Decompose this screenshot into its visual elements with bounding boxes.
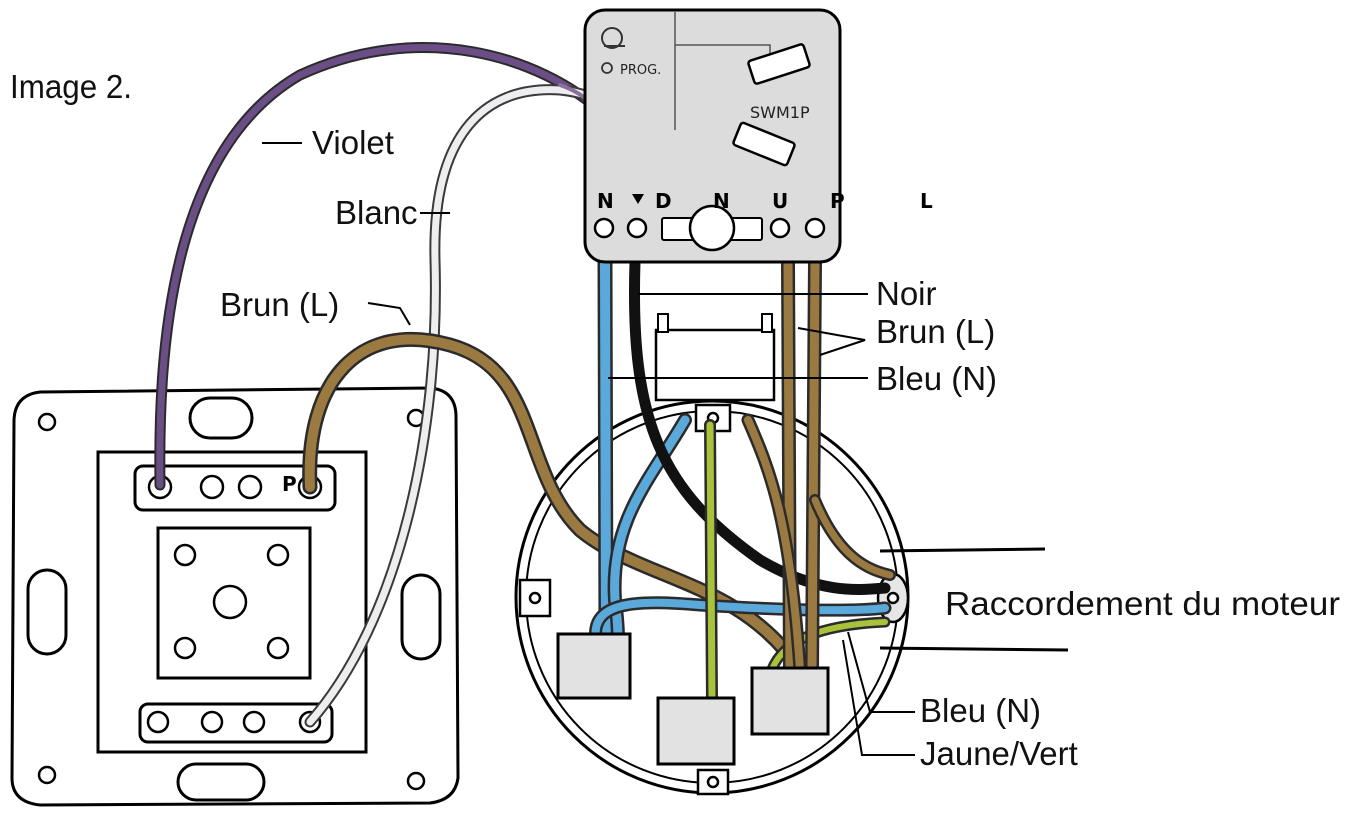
- module-center-knob: [688, 204, 736, 252]
- leader-jaune-vert: [842, 639, 915, 756]
- bracket-tab-right: [761, 313, 773, 333]
- frame-hole-bl: [37, 765, 57, 785]
- frame-slot-bottom: [176, 762, 266, 802]
- module-arrow-icon: [632, 194, 644, 204]
- label-noir: Noir: [876, 275, 937, 312]
- label-brun-right: Brun (L): [876, 313, 995, 350]
- module-component-2: [732, 121, 796, 167]
- frame-hole-br: [406, 771, 426, 791]
- module-component-1: [747, 43, 811, 85]
- bracket-tab-left: [657, 313, 669, 333]
- module-model: SWM1P: [750, 103, 810, 122]
- switch-mechanism: [96, 450, 368, 754]
- wire-blue-motor-core: [591, 598, 889, 644]
- terminal-strip-top: [133, 464, 337, 512]
- module-screw-1: [593, 217, 615, 239]
- wire-earth-box-core: [706, 421, 716, 704]
- label-blanc: Blanc: [335, 194, 418, 231]
- wire-violet-core: [156, 44, 616, 489]
- frame-slot-right: [400, 573, 442, 661]
- rocker-hole-2: [266, 543, 290, 567]
- wire-brown-motor-core: [811, 496, 894, 579]
- swm1p-module: PROG. SWM1P N D N U P L: [583, 8, 933, 264]
- terminal-label-n1: N: [597, 189, 614, 213]
- wire-brown-box-1-core: [744, 416, 804, 674]
- labels: Image 2. Violet Blanc Brun (L) Noir Brun…: [10, 68, 1340, 772]
- switch-terminal-b3: [242, 710, 266, 734]
- wire-blue-module-core: [600, 257, 611, 645]
- frame-hole-tl: [37, 412, 57, 432]
- prog-label: PROG.: [620, 63, 661, 78]
- prog-button-icon: [601, 62, 613, 74]
- switch-terminal-b2: [200, 710, 224, 734]
- rocker-hole-4: [266, 636, 290, 660]
- terminal-label-u: U: [772, 189, 788, 213]
- wall-switch: P: [10, 386, 460, 807]
- connector-brown: [750, 666, 830, 736]
- wire-brown-p-core: [807, 257, 820, 675]
- frame-slot-left: [26, 568, 68, 656]
- switch-frame: [10, 386, 460, 807]
- label-bleu-bottom: Bleu (N): [920, 692, 1041, 729]
- label-jaune-vert: Jaune/Vert: [920, 735, 1078, 772]
- terminal-label-p: P: [830, 189, 845, 213]
- motor-cable-top: [879, 547, 1046, 553]
- label-brun-left: Brun (L): [220, 286, 339, 323]
- wire-brown-switch-core: [304, 334, 805, 675]
- label-raccordement: Raccordement du moteur: [945, 585, 1340, 622]
- terminal-strip-bottom: [138, 702, 334, 744]
- module-screw-4: [804, 217, 826, 239]
- leader-brun-left: [367, 302, 411, 326]
- connector-earth: [656, 696, 736, 766]
- module-bracket: [654, 328, 776, 402]
- switch-terminal-b1: [146, 710, 170, 734]
- label-violet: Violet: [312, 124, 394, 161]
- switch-terminal-3: [237, 474, 263, 500]
- wire-connectors: [556, 632, 830, 766]
- rocker-hole-1: [173, 543, 197, 567]
- terminal-label-d: D: [655, 189, 672, 213]
- leader-lines: [262, 142, 915, 756]
- motor-cable-gland-hole: [886, 591, 900, 605]
- connector-blue: [556, 632, 632, 700]
- switch-terminal-2: [199, 474, 225, 500]
- switch-rocker: [156, 526, 312, 680]
- module-screw-2: [626, 217, 648, 239]
- box-lug-bottom-hole: [706, 775, 720, 789]
- terminal-label-n2: N: [713, 189, 730, 213]
- box-lug-left-hole: [528, 591, 542, 605]
- module-led-icon: [601, 27, 623, 49]
- frame-slot-top: [188, 396, 254, 440]
- rocker-hole-3: [173, 636, 197, 660]
- wire-violet: [154, 42, 618, 491]
- motor-cable-bottom: [879, 646, 1069, 652]
- switch-terminal-label: P: [282, 472, 297, 496]
- module-screw-3: [769, 217, 791, 239]
- wire-black: [629, 256, 891, 595]
- image-title: Image 2.: [10, 68, 132, 105]
- leader-brun-right: [797, 327, 866, 356]
- leader-bleu-bottom: [847, 631, 915, 713]
- rocker-center: [212, 584, 248, 620]
- label-bleu-top: Bleu (N): [876, 360, 997, 397]
- terminal-label-l: L: [920, 189, 933, 213]
